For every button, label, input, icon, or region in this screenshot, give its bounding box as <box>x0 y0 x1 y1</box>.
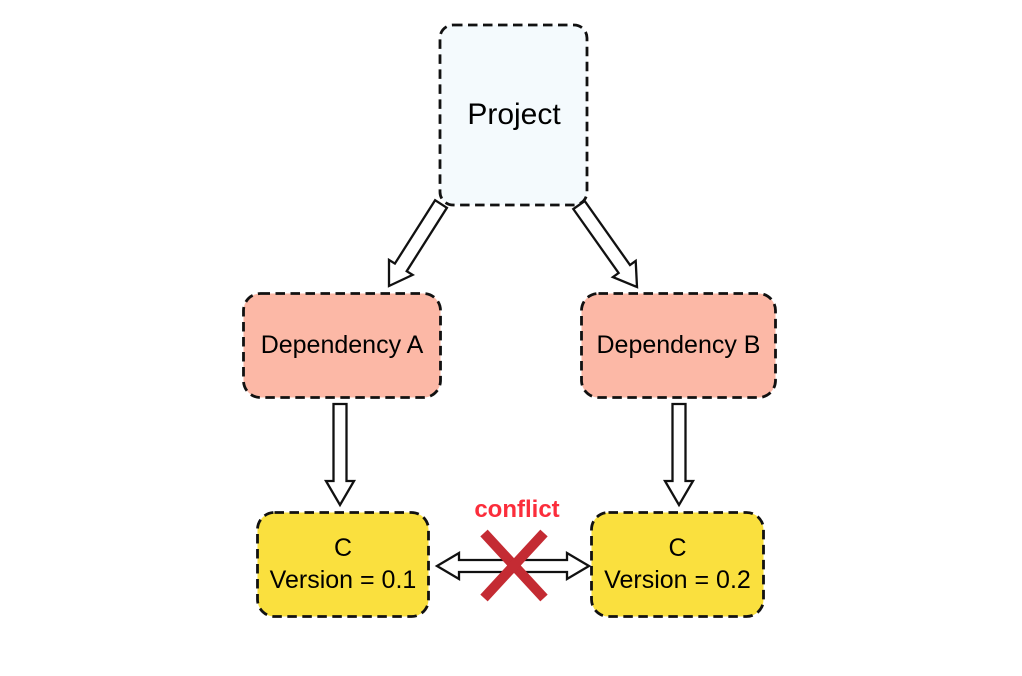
c-v01-version-text: Version = 0.1 <box>269 565 417 594</box>
node-c-v01-box <box>256 511 430 618</box>
conflict-label: conflict <box>474 496 560 523</box>
arrow-project-to-dependency-b <box>571 199 639 289</box>
node-dependency-a-label: Dependency A <box>242 292 442 399</box>
c-v02-name-text: C <box>668 534 687 563</box>
node-project-label: Project <box>439 24 589 206</box>
arrow-dependency-a-to-c-v01 <box>323 402 357 508</box>
arrow-dependency-b-to-c-v02 <box>662 402 696 508</box>
arrow-project-to-dependency-a <box>387 198 449 288</box>
node-dependency-a-box <box>242 292 442 399</box>
c-v01-name-text: C <box>333 534 353 563</box>
dependency-a-label-text: Dependency A <box>260 331 424 359</box>
node-c-v01-label: C Version = 0.1 <box>256 511 430 618</box>
conflict-cross-icon <box>480 529 548 602</box>
project-label-text: Project <box>467 98 561 131</box>
node-project-box <box>438 23 589 207</box>
node-dependency-b-box <box>580 292 777 399</box>
node-c-v02-box <box>590 511 765 618</box>
dependency-b-label-text: Dependency B <box>596 331 761 359</box>
c-v02-version-text: Version = 0.2 <box>604 565 751 594</box>
node-c-v02-label: C Version = 0.2 <box>590 511 765 618</box>
node-dependency-b-label: Dependency B <box>580 292 777 399</box>
